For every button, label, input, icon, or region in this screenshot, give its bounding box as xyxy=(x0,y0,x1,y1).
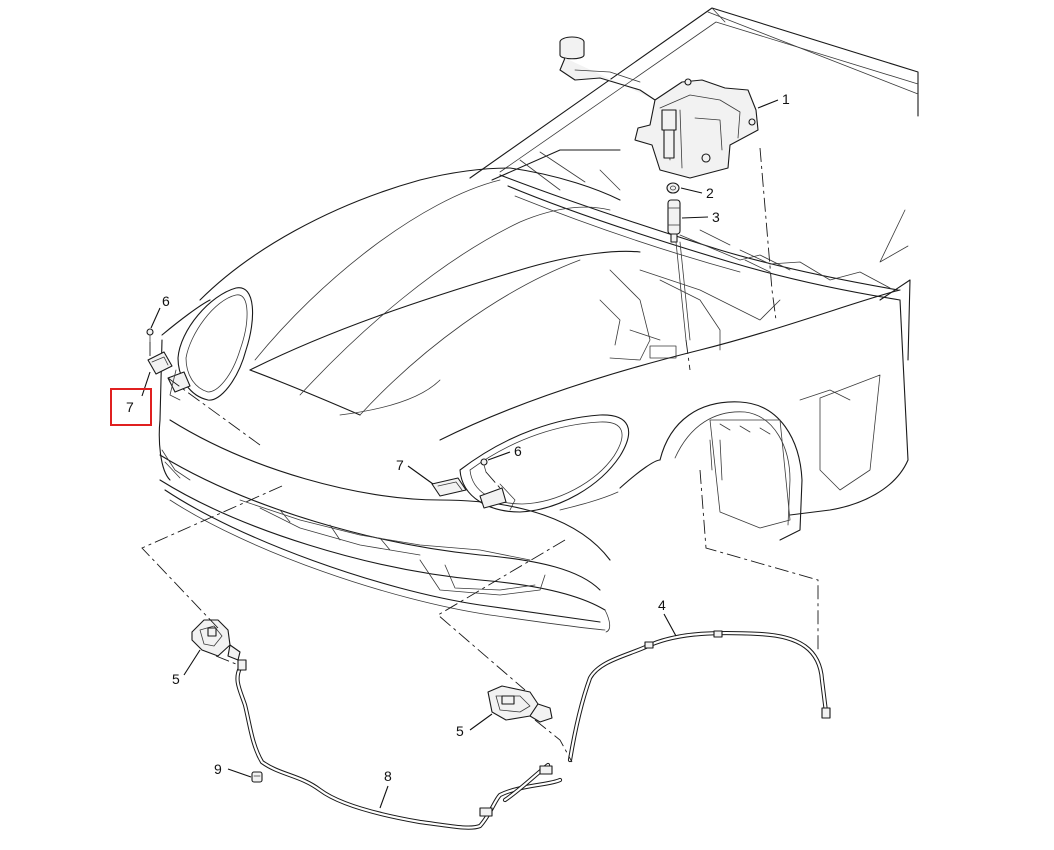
callout-7-left: 7 xyxy=(126,399,134,415)
callout-1: 1 xyxy=(782,91,790,107)
pump-to-hose-line xyxy=(675,241,691,341)
right-plug-7 xyxy=(431,477,467,497)
washer-hose-8 xyxy=(235,659,563,830)
callout-9: 9 xyxy=(214,761,222,777)
callout-5-right: 5 xyxy=(456,723,464,739)
right-fender xyxy=(439,289,909,541)
windshield xyxy=(469,7,919,181)
callout-8: 8 xyxy=(384,768,392,784)
washer-hose-4 xyxy=(567,630,831,763)
hose-clip-9 xyxy=(251,771,263,783)
cowl-panel xyxy=(499,151,911,361)
callout-5-left: 5 xyxy=(172,671,180,687)
washer-reservoir xyxy=(559,36,759,179)
engine-bay xyxy=(599,229,791,361)
callout-7-right: 7 xyxy=(396,457,404,473)
left-clip-6 xyxy=(146,328,154,343)
washer-pump xyxy=(667,199,681,243)
callout-6-right: 6 xyxy=(514,443,522,459)
callout-4: 4 xyxy=(658,597,666,613)
front-fascia xyxy=(158,299,619,633)
highlight-box xyxy=(110,388,152,426)
hood xyxy=(199,167,641,416)
right-headlamp xyxy=(459,414,630,513)
callout-6-left: 6 xyxy=(162,293,170,309)
washer-pump-seal xyxy=(666,182,680,194)
routing-lines xyxy=(141,147,819,763)
left-headlamp xyxy=(167,287,254,401)
right-washer-nozzle xyxy=(487,685,553,723)
callout-3: 3 xyxy=(712,209,720,225)
left-washer-nozzle xyxy=(191,619,241,661)
right-clip-6 xyxy=(480,458,488,473)
left-plug-7 xyxy=(147,351,173,375)
callout-2: 2 xyxy=(706,185,714,201)
leader-lines xyxy=(141,99,779,809)
